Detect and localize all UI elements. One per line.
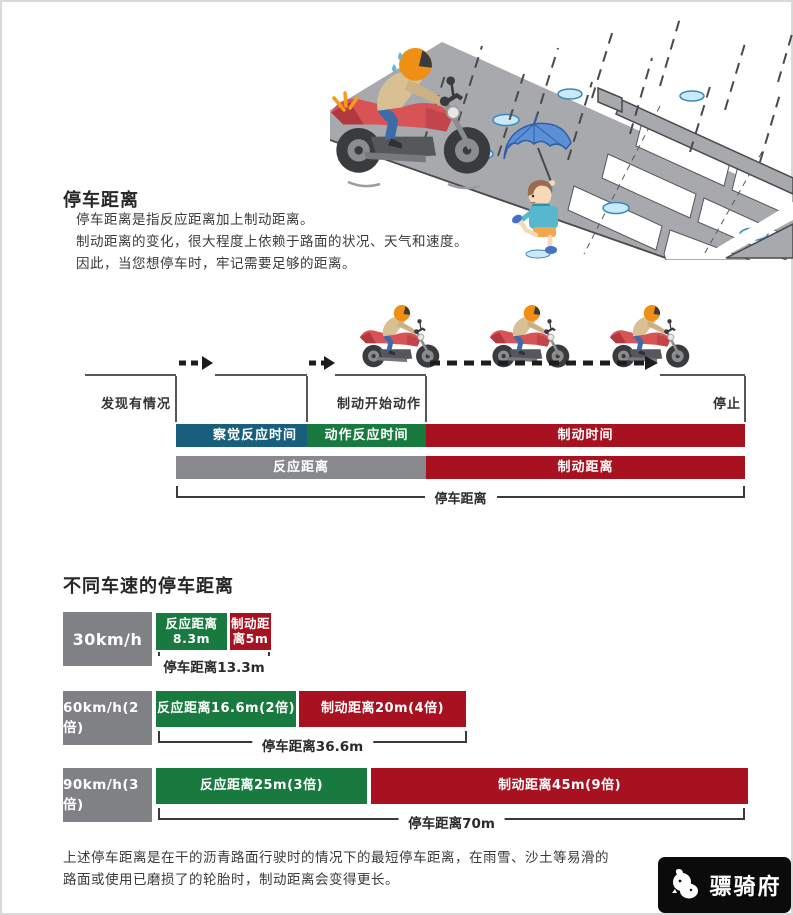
timeline-tick [306, 376, 308, 422]
reaction-30-line2: 8.3m [172, 630, 211, 646]
reaction-bar-30: 反应距离 8.3m [156, 613, 227, 650]
page-title: 停车距离 [63, 190, 139, 211]
horse-mascot-icon [672, 869, 699, 899]
braking-90-label: 制动距离45m(9倍) [497, 777, 622, 793]
arrow-icon [179, 356, 213, 370]
phase-label-brake-start: 制动开始动作 [336, 397, 421, 412]
bar-perception-time: 察觉反应时间 [176, 424, 307, 447]
reaction-90-label: 反应距离25m(3倍) [199, 777, 324, 793]
braking-60-label: 制动距离20m(4倍) [320, 700, 445, 716]
ground-line [215, 374, 307, 376]
arrow-icon [430, 356, 658, 370]
bar-braking-time: 制动时间 [426, 424, 745, 447]
intro-line-3: 因此，当您想停车时，牢记需要足够的距离。 [76, 256, 356, 272]
reaction-30-line1: 反应距离 [165, 616, 218, 632]
child-icon [503, 114, 572, 259]
ground-line [85, 374, 176, 376]
footnote-line-2: 路面或使用已磨损了的轮胎时，制动距离会变得更长。 [63, 872, 399, 888]
phase-label-stop: 停止 [712, 397, 741, 412]
umbrella-icon [503, 114, 572, 185]
stopping-distance-label: 停车距离 [424, 488, 497, 507]
arrow-icon [309, 356, 335, 370]
reaction-60-label: 反应距离16.6m(2倍) [156, 700, 296, 716]
total-bracket-60: 停车距离36.6m [158, 731, 467, 755]
phase-label-spot: 发现有情况 [100, 397, 171, 412]
braking-bar-30: 制动距 离5m [230, 613, 271, 650]
reaction-bar-90: 反应距离25m(3倍) [156, 768, 367, 804]
intro-line-2: 制动距离的变化，很大程度上依赖于路面的状况、天气和速度。 [76, 234, 468, 250]
ground-line [660, 374, 745, 376]
watermark-logo: 骠骑府 [658, 857, 791, 913]
total-label-60: 停车距离36.6m [251, 735, 374, 755]
braking-30-line1: 制动距 [230, 616, 270, 632]
motorcycle-icon [331, 48, 490, 190]
braking-30-line2: 离5m [232, 630, 269, 646]
total-bracket-90: 停车距离70m [158, 808, 745, 832]
bar-reaction-distance: 反应距离 [176, 456, 426, 479]
timeline-tick [175, 376, 177, 422]
footnote-line-1: 上述停车距离是在干的沥青路面行驶时的情况下的最短停车距离，在雨雪、沙土等易滑的 [63, 850, 609, 866]
total-label-30: 停车距离13.3m [153, 656, 275, 676]
ground-line [335, 374, 426, 376]
timeline-tick [744, 376, 746, 422]
braking-bar-90: 制动距离45m(9倍) [371, 768, 748, 804]
speed-box-90: 90km/h(3倍) [63, 768, 152, 822]
bar-action-time: 动作反应时间 [307, 424, 426, 447]
watermark-text: 骠骑府 [709, 875, 782, 900]
timeline-tick [425, 376, 427, 422]
speed-section-title: 不同车速的停车距离 [63, 576, 234, 597]
intro-line-1: 停车距离是指反应距离加上制动距离。 [76, 212, 314, 228]
total-bracket-30: 停车距离13.3m [153, 652, 275, 676]
sidewalk-lower [700, 202, 793, 259]
speed-box-60: 60km/h(2倍) [63, 691, 152, 745]
scene-illustration [330, 17, 793, 260]
total-label-90: 停车距离70m [398, 812, 505, 832]
braking-bar-60: 制动距离20m(4倍) [299, 691, 466, 727]
sidewalk-upper [597, 86, 793, 195]
speed-box-30: 30km/h [63, 612, 152, 666]
bar-braking-distance: 制动距离 [426, 456, 745, 479]
stopping-distance-bracket: 停车距离 [176, 486, 745, 507]
reaction-bar-60: 反应距离16.6m(2倍) [156, 691, 296, 727]
